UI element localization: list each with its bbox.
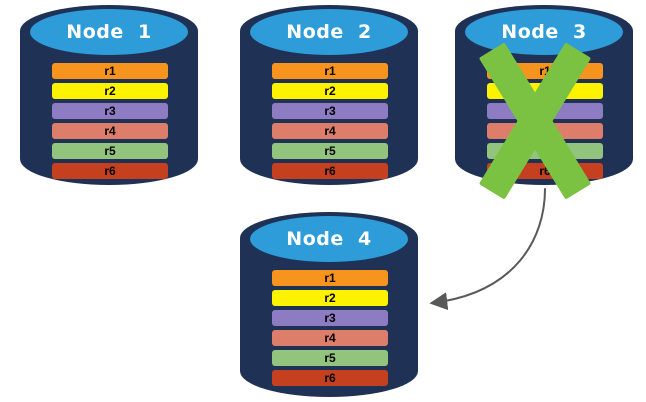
row-stack: r1 r2 r3 r4 r5 r6 [272, 63, 388, 179]
row-r1: r1 [52, 63, 168, 79]
cylinder-top: Node 2 [250, 9, 408, 55]
arrow-path [429, 188, 546, 311]
cylinder-top: Node 1 [30, 9, 188, 55]
row-r4: r4 [52, 123, 168, 139]
node-title: Node 1 [66, 21, 152, 43]
row-r6: r6 [52, 163, 168, 179]
db-node-1: Node 1 r1 r2 r3 r4 r5 r6 [20, 5, 198, 185]
row-r1: r1 [272, 270, 388, 286]
row-r3: r3 [272, 310, 388, 326]
db-node-3: Node 3 r1 r2 r3 r4 r5 r6 [455, 5, 633, 200]
row-r5: r5 [272, 143, 388, 159]
failover-arrow [429, 188, 546, 311]
row-r3: r3 [272, 103, 388, 119]
row-r3: r3 [52, 103, 168, 119]
db-node-2: Node 2 r1 r2 r3 r4 r5 r6 [240, 5, 418, 185]
row-r2: r2 [272, 83, 388, 99]
cylinder-top: Node 4 [250, 216, 408, 262]
row-r6: r6 [272, 370, 388, 386]
row-r6: r6 [272, 163, 388, 179]
row-r4: r4 [272, 330, 388, 346]
row-r2: r2 [272, 290, 388, 306]
row-r1: r1 [272, 63, 388, 79]
row-r5: r5 [52, 143, 168, 159]
db-node-4: Node 4 r1 r2 r3 r4 r5 r6 [240, 212, 418, 397]
row-stack: r1 r2 r3 r4 r5 r6 [52, 63, 168, 179]
failure-x-icon [478, 42, 592, 200]
row-r5: r5 [272, 350, 388, 366]
node-title: Node 4 [286, 228, 372, 250]
cylinder-top: Node 3 [465, 9, 623, 55]
row-r4: r4 [272, 123, 388, 139]
node-title: Node 3 [501, 21, 587, 43]
node-title: Node 2 [286, 21, 372, 43]
row-stack: r1 r2 r3 r4 r5 r6 [272, 270, 388, 386]
row-r2: r2 [52, 83, 168, 99]
